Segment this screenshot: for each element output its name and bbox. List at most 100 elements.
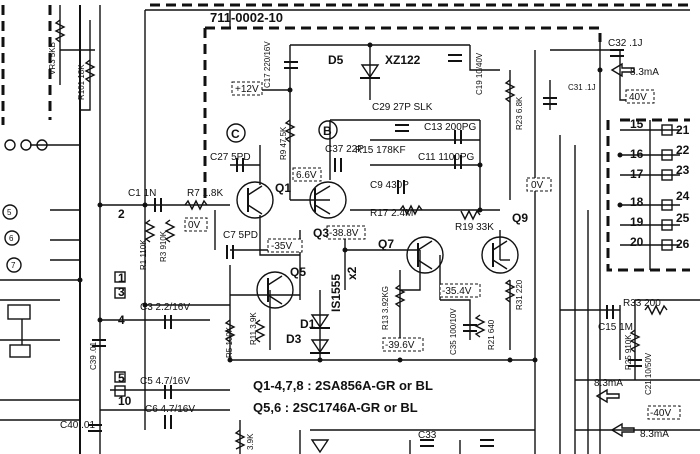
- resistor-r15-label: R15 178KF: [355, 145, 406, 156]
- diode-d1-label: D1: [300, 317, 316, 331]
- capacitor-c31-label: C31 .1J: [568, 83, 596, 92]
- capacitor-c21-label: C21 10/50V: [644, 352, 653, 395]
- node-b: B: [323, 124, 332, 138]
- capacitor-c7-label: C7 5PD: [223, 230, 258, 241]
- capacitor-c39-label: C39 .01: [89, 341, 98, 370]
- transistor-q1-label: Q1: [275, 181, 291, 195]
- connector-7: 7: [11, 261, 16, 270]
- voltage-box-minus39-6: -39.6V: [382, 337, 424, 352]
- transistor-q1-symbol: [236, 181, 274, 219]
- capacitor-c33-label: C33: [418, 430, 437, 441]
- terminal-5: 5: [118, 371, 125, 385]
- node-c: C: [231, 127, 240, 141]
- capacitor-c11-label: C11 1100PG: [418, 152, 475, 163]
- resistor-vr3-label: VR3 5KB: [48, 42, 57, 75]
- resistor-r21-label: R21 640: [487, 319, 496, 350]
- terminal-2: 2: [118, 207, 125, 221]
- resistor-r23-label: R23 6.8K: [515, 96, 524, 130]
- resistor-r25-label: R25 910K: [624, 334, 633, 370]
- capacitor-c17-label: C17 220/16V: [263, 41, 272, 88]
- resistor-r13-label: R13 3.92KG: [381, 286, 390, 330]
- capacitor-c40-label: C40 .01: [60, 420, 95, 431]
- transistor-q5-label: Q5: [290, 265, 306, 279]
- terminal-20: 20: [630, 235, 644, 249]
- terminal-19: 19: [630, 215, 644, 229]
- voltage-box-0v-b: 0V: [526, 177, 552, 192]
- wires: [0, 5, 700, 454]
- transistor-q7-label: Q7: [378, 237, 394, 251]
- diode-d1-type: IS1555: [329, 274, 343, 312]
- terminal-18: 18: [630, 195, 644, 209]
- voltage-box-40v: 40V: [625, 89, 655, 104]
- voltage-minus39-6-text: -39.6V: [385, 340, 415, 351]
- capacitor-c19-label: C19 10/40V: [475, 52, 484, 95]
- voltage-box-minus38-8: -38.8V: [326, 225, 366, 240]
- transistor-q9-label: Q9: [512, 211, 528, 225]
- capacitor-c35-label: C35 100/10V: [449, 308, 458, 355]
- resistor-r101-label: R101 18K: [77, 64, 86, 100]
- connector-5: 5: [7, 208, 12, 217]
- resistor-r11-label: R11 3.9K: [249, 312, 258, 345]
- voltage-box-minus35: -35V: [267, 238, 303, 253]
- terminal-1: 1: [118, 271, 125, 285]
- terminal-4: 4: [118, 313, 125, 327]
- current-bottom: 8.3mA: [640, 429, 669, 440]
- capacitor-c9-label: C9 430P: [370, 180, 409, 191]
- terminal-22: 22: [676, 143, 690, 157]
- capacitor-c1-label: C1 1N: [128, 188, 156, 199]
- terminal-23: 23: [676, 163, 690, 177]
- capacitor-c13-label: C13 200PG: [424, 122, 476, 133]
- diode-d1-qty: x2: [345, 266, 359, 280]
- voltage-box-plus12v: +12V: [231, 81, 263, 96]
- resistor-r33-label: R33 200: [623, 298, 661, 309]
- capacitor-c15-label: C15 1M: [598, 322, 633, 333]
- transistor-q3-symbol: [309, 181, 347, 219]
- junction-dots: [77, 42, 623, 363]
- resistor-r1-label: R1 110K: [139, 239, 148, 270]
- terminal-24: 24: [676, 189, 690, 203]
- terminal-3: 3: [118, 285, 125, 299]
- terminal-26: 26: [676, 237, 690, 251]
- voltage-plus12v-text: +12V: [235, 84, 259, 95]
- capacitor-c3-label: C3 2.2/16V: [140, 302, 190, 313]
- capacitor-c37-label: C37 22P: [325, 144, 364, 155]
- terminal-25: 25: [676, 211, 690, 225]
- diode-d5-label: D5: [328, 53, 344, 67]
- resistor-bottom-label: 3.9K: [246, 433, 255, 450]
- resistor-r9-label: R9 47.5K: [279, 126, 288, 160]
- resistor-r5-label: R5 100K: [225, 326, 234, 358]
- voltage-box-6v6: 6.6V: [292, 167, 322, 182]
- capacitor-c27-label: C27 5PD: [210, 152, 251, 163]
- capacitor-c6-label: C6 4.7/16V: [145, 404, 195, 415]
- board-outline: [1, 3, 690, 272]
- voltage-0v-a-text: 0V: [188, 220, 201, 231]
- voltage-minus35-4-text: -35.4V: [442, 286, 472, 297]
- voltage-minus35-text: -35V: [271, 241, 292, 252]
- connector-6: 6: [9, 234, 14, 243]
- terminal-16: 16: [630, 147, 644, 161]
- voltage-40v-text: 40V: [629, 92, 647, 103]
- resistor-r7-label: R7 1.8K: [187, 188, 223, 199]
- terminal-21: 21: [676, 123, 690, 137]
- terminal-17: 17: [630, 167, 644, 181]
- capacitor-c5-label: C5 4.7/16V: [140, 376, 190, 387]
- transistor-q7-symbol: [406, 236, 444, 274]
- transistor-q9-symbol: [481, 236, 519, 274]
- current-top: 8.3mA: [630, 67, 659, 78]
- capacitor-c29-label: C29 27P SLK: [372, 102, 433, 113]
- transistor-q3-label: Q3: [313, 226, 329, 240]
- current-mid: 8.3mA: [594, 378, 623, 389]
- voltage-box-minus35-4: -35.4V: [439, 283, 481, 298]
- legend-line-2: Q5,6 : 2SC1746A-GR or BL: [253, 400, 418, 415]
- resistor-r17-label: R17 2.4M: [370, 208, 413, 219]
- resistor-r31-label: R31 220: [515, 279, 524, 310]
- legend-line-1: Q1-4,7,8 : 2SA856A-GR or BL: [253, 378, 433, 393]
- capacitor-c32-label: C32 .1J: [608, 38, 642, 49]
- terminal-10: 10: [118, 394, 132, 408]
- voltage-box-0v-a: 0V: [184, 217, 208, 232]
- component-symbols: [2, 19, 673, 454]
- resistor-r19-label: R19 33K: [455, 222, 494, 233]
- board-id: 711-0002-10: [210, 10, 283, 25]
- voltage-minus38-8-text: -38.8V: [329, 228, 359, 239]
- diode-d3-label: D3: [286, 332, 302, 346]
